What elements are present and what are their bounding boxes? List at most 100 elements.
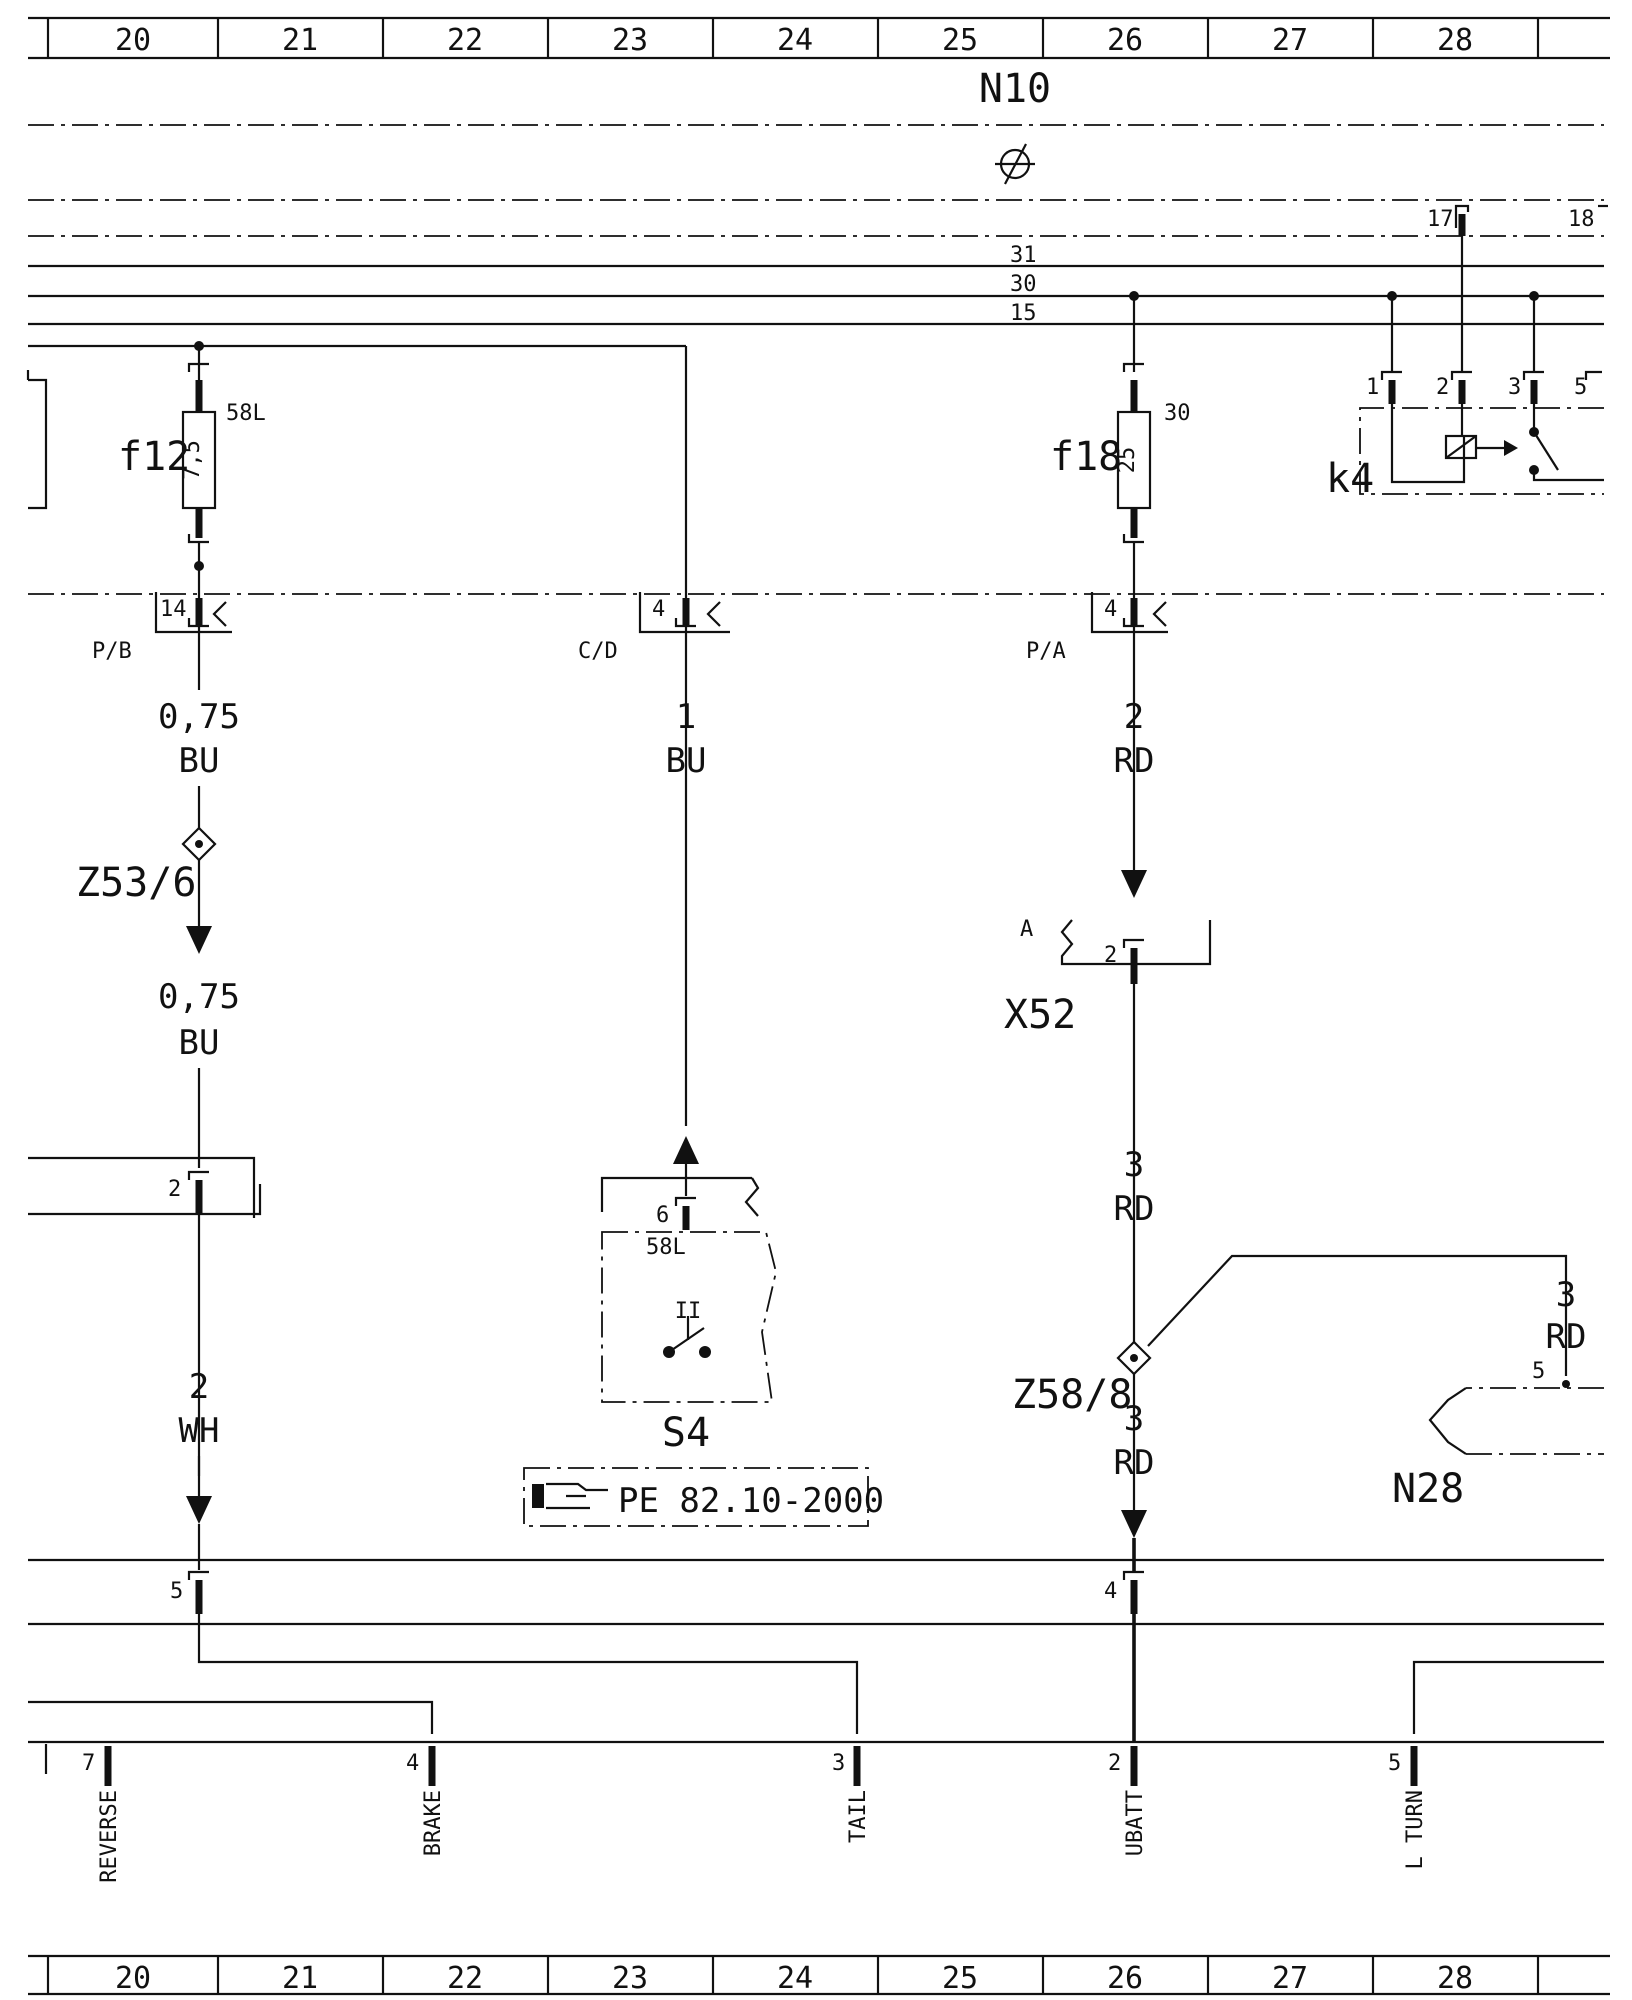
f12-pin-label: 58L <box>226 401 266 426</box>
w8-color: RD <box>1546 1317 1587 1357</box>
w7-size: 3 <box>1124 1399 1144 1439</box>
bus-17-label: 17 <box>1427 207 1454 232</box>
bus-pin-5: 5 <box>170 1579 183 1604</box>
bus-31-label: 31 <box>1010 243 1037 268</box>
k4-pin-5: 5 <box>1574 375 1587 400</box>
s4-branch: 4 C/D 1 BU 6 58L II S4 PE 82.10-2000 <box>523 346 884 1527</box>
grid-col-24: 24 <box>777 23 813 58</box>
arrow-down-icon <box>186 926 212 954</box>
pa-pin-4: 4 <box>1104 597 1117 622</box>
w3-color: WH <box>179 1411 220 1451</box>
output-ubatt: UBATT <box>1123 1790 1148 1856</box>
grid-col-25: 25 <box>942 23 978 58</box>
pb-connector: 14 P/B <box>92 592 232 690</box>
k4-relay: 1 2 3 5 k4 <box>1326 236 1604 502</box>
w6-color: RD <box>1114 1189 1155 1229</box>
grid-col-26: 26 <box>1107 23 1143 58</box>
w8-size: 3 <box>1556 1275 1576 1315</box>
grid-col-25-bottom: 25 <box>942 1961 978 1996</box>
k4-pin-1: 1 <box>1366 375 1379 400</box>
pa-connector-label: P/A <box>1026 639 1066 664</box>
reference-text: PE 82.10-2000 <box>618 1481 884 1521</box>
bus-15-label: 15 <box>1010 301 1037 326</box>
pointing-hand-icon <box>532 1482 608 1510</box>
f18-rating: 25 <box>1115 447 1140 474</box>
grid-col-21: 21 <box>282 23 318 58</box>
reverse-pin: 7 <box>82 1751 95 1776</box>
w1-color: BU <box>179 741 220 781</box>
w2-color: BU <box>179 1023 220 1063</box>
s4-pin-label: 58L <box>646 1235 686 1260</box>
grid-col-24-bottom: 24 <box>777 1961 813 1996</box>
output-lturn: L TURN <box>1403 1790 1428 1869</box>
bottom-grid-ruler: 20 21 22 23 24 25 26 27 28 <box>28 1954 1610 1996</box>
grid-col-28-bottom: 28 <box>1437 1961 1473 1996</box>
n28-pin-5: 5 <box>1532 1359 1545 1384</box>
grid-col-27: 27 <box>1272 23 1308 58</box>
w2-size: 0,75 <box>158 977 240 1017</box>
top-grid-ruler: 20 21 22 23 24 25 26 27 28 <box>28 16 1610 60</box>
cd-pin-4: 4 <box>652 597 665 622</box>
grid-col-28: 28 <box>1437 23 1473 58</box>
reference-box <box>523 1467 869 1527</box>
z58-label: Z58/8 <box>1012 1372 1132 1418</box>
n10-label: N10 <box>979 66 1051 112</box>
grid-col-20-bottom: 20 <box>115 1961 151 1996</box>
bus-pin-4: 4 <box>1104 1579 1117 1604</box>
left-pin-2: 2 <box>168 1177 181 1202</box>
arrow-up-icon <box>673 1136 699 1164</box>
switch-contact-icon <box>663 1316 711 1358</box>
cd-connector-label: C/D <box>578 639 618 664</box>
arrow-down-icon-2 <box>186 1496 212 1524</box>
w7-color: RD <box>1114 1443 1155 1483</box>
left-connector: 2 2 WH <box>28 1156 262 1524</box>
k4-label: k4 <box>1326 456 1374 502</box>
f18-pin-label: 30 <box>1164 401 1191 426</box>
lower-bus: 5 4 <box>28 1524 1604 1626</box>
n28-module: 3 RD 5 N28 <box>1392 1275 1604 1512</box>
n28-label: N28 <box>1392 1466 1464 1512</box>
w5-size: 2 <box>1124 697 1144 737</box>
f12-label: f12 <box>118 434 190 480</box>
w6-size: 3 <box>1124 1145 1144 1185</box>
x52-label: X52 <box>1004 992 1076 1038</box>
tail-pin: 3 <box>832 1751 845 1776</box>
grid-col-21-bottom: 21 <box>282 1961 318 1996</box>
ground-symbol-icon <box>995 143 1035 185</box>
relay-actuator-icon <box>1504 440 1518 456</box>
s4-switch-body <box>601 1231 777 1403</box>
grid-col-20: 20 <box>115 23 151 58</box>
output-reverse: REVERSE <box>97 1790 122 1883</box>
w5-color: RD <box>1114 741 1155 781</box>
k4-pin-3: 3 <box>1508 375 1521 400</box>
output-brake: BRAKE <box>421 1790 446 1856</box>
grid-col-27-bottom: 27 <box>1272 1961 1308 1996</box>
brake-pin: 4 <box>406 1751 419 1776</box>
f12-rating: 7,5 <box>180 440 205 480</box>
k4-pin-2: 2 <box>1436 375 1449 400</box>
x52-side-label: A <box>1020 917 1033 942</box>
x52-pin-2: 2 <box>1104 943 1117 968</box>
wire-bu-z53: 0,75 BU Z53/6 0,75 BU <box>76 697 240 1168</box>
w1-size: 0,75 <box>158 697 240 737</box>
arrow-down-icon-3 <box>1121 870 1147 898</box>
grid-col-23: 23 <box>612 23 648 58</box>
f18-branch: 25 30 f18 4 P/A 2 RD 2 A X52 3 RD Z58/8 … <box>1004 291 1568 1538</box>
w3-size: 2 <box>189 1367 209 1407</box>
ubatt-pin: 2 <box>1108 1751 1121 1776</box>
w4-color: BU <box>666 741 707 781</box>
grid-col-23-bottom: 23 <box>612 1961 648 1996</box>
grid-col-22: 22 <box>447 23 483 58</box>
w4-size: 1 <box>676 697 696 737</box>
f12-branch: 7,5 58L f12 <box>26 341 686 604</box>
supply-bus: 31 30 15 17 18 <box>28 204 1608 326</box>
bus-18-label: 18 <box>1568 207 1595 232</box>
lturn-pin: 5 <box>1388 1751 1401 1776</box>
output-tail: TAIL <box>846 1790 871 1843</box>
n10-module: N10 <box>28 66 1604 201</box>
s4-pin-6: 6 <box>656 1203 669 1228</box>
grid-col-26-bottom: 26 <box>1107 1961 1143 1996</box>
f18-label: f18 <box>1050 434 1122 480</box>
s4-label: S4 <box>662 1410 710 1456</box>
